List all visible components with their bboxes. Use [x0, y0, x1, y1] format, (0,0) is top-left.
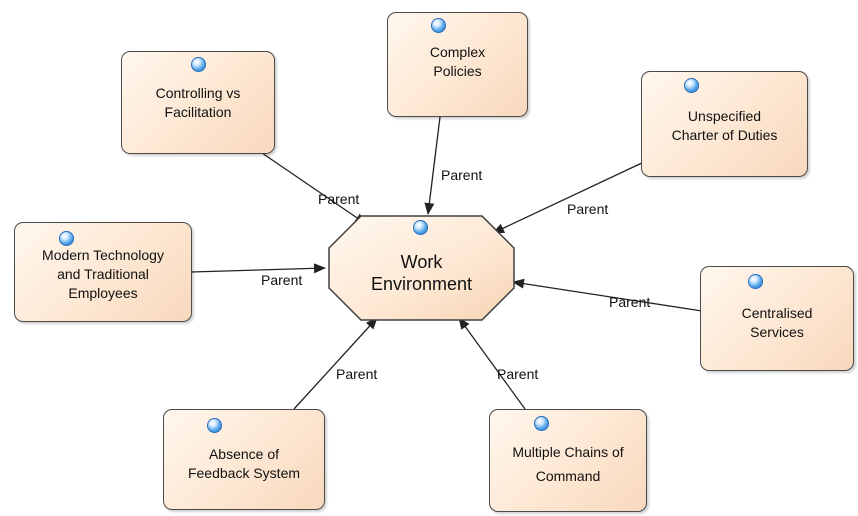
element-icon: [59, 231, 74, 246]
node-multiple-chains-of-command[interactable]: Multiple Chains of Command: [489, 409, 647, 512]
node-label-line2: Charter of Duties: [671, 127, 778, 143]
node-unspecified-charter-of-duties[interactable]: Unspecified Charter of Duties: [641, 71, 808, 177]
center-label-line2: Environment: [370, 274, 473, 294]
element-icon: [431, 18, 446, 33]
node-absence-of-feedback-system[interactable]: Absence of Feedback System: [163, 409, 325, 510]
center-node-work-environment[interactable]: Work Environment: [328, 215, 515, 321]
node-label-line2: Facilitation: [164, 104, 232, 120]
node-label-line1: Centralised: [741, 305, 813, 321]
node-label-line1: Unspecified: [687, 108, 762, 124]
node-controlling-vs-facilitation[interactable]: Controlling vs Facilitation: [121, 51, 275, 154]
node-label-line3: Employees: [68, 285, 138, 301]
center-label: Work Environment: [328, 251, 515, 295]
element-icon: [684, 78, 699, 93]
connector-centralised: [512, 278, 703, 312]
node-label-line1: Controlling vs: [155, 85, 241, 101]
parent-label-complex: Parent: [441, 167, 483, 183]
node-label-line2: and Traditional: [57, 266, 149, 282]
parent-label-modern: Parent: [261, 272, 303, 288]
connector-absence: [293, 317, 378, 410]
node-modern-technology[interactable]: Modern Technology and Traditional Employ…: [14, 222, 192, 322]
parent-label-absence: Parent: [336, 366, 378, 382]
parent-label-unspecified: Parent: [567, 201, 609, 217]
parent-label-multiple: Parent: [497, 366, 539, 382]
element-icon: [191, 57, 206, 72]
node-label-line1: Modern Technology: [42, 247, 164, 263]
node-label-line2: Feedback System: [187, 465, 301, 481]
node-complex-policies[interactable]: Complex Policies: [387, 12, 528, 117]
node-label-line1: Multiple Chains of: [512, 444, 624, 460]
node-label-line1: Complex: [429, 44, 486, 60]
element-icon: [534, 416, 549, 431]
element-icon: [413, 220, 428, 235]
node-label-line1: Absence of: [208, 446, 280, 462]
connector-complex: [424, 116, 441, 215]
connector-multiple: [458, 317, 526, 410]
connector-controlling: [261, 152, 367, 225]
node-label-line2: Command: [535, 468, 601, 484]
octagon-shape: [328, 215, 515, 321]
node-label-line2: Policies: [433, 63, 482, 79]
node-centralised-services[interactable]: Centralised Services: [700, 266, 854, 371]
node-label-line2: Services: [750, 324, 804, 340]
center-label-line1: Work: [400, 252, 443, 272]
connector-unspecified: [492, 161, 645, 234]
parent-label-controlling: Parent: [318, 191, 360, 207]
element-icon: [207, 418, 222, 433]
connector-modern: [190, 263, 326, 274]
element-icon: [748, 274, 763, 289]
parent-label-centralised: Parent: [609, 294, 651, 310]
